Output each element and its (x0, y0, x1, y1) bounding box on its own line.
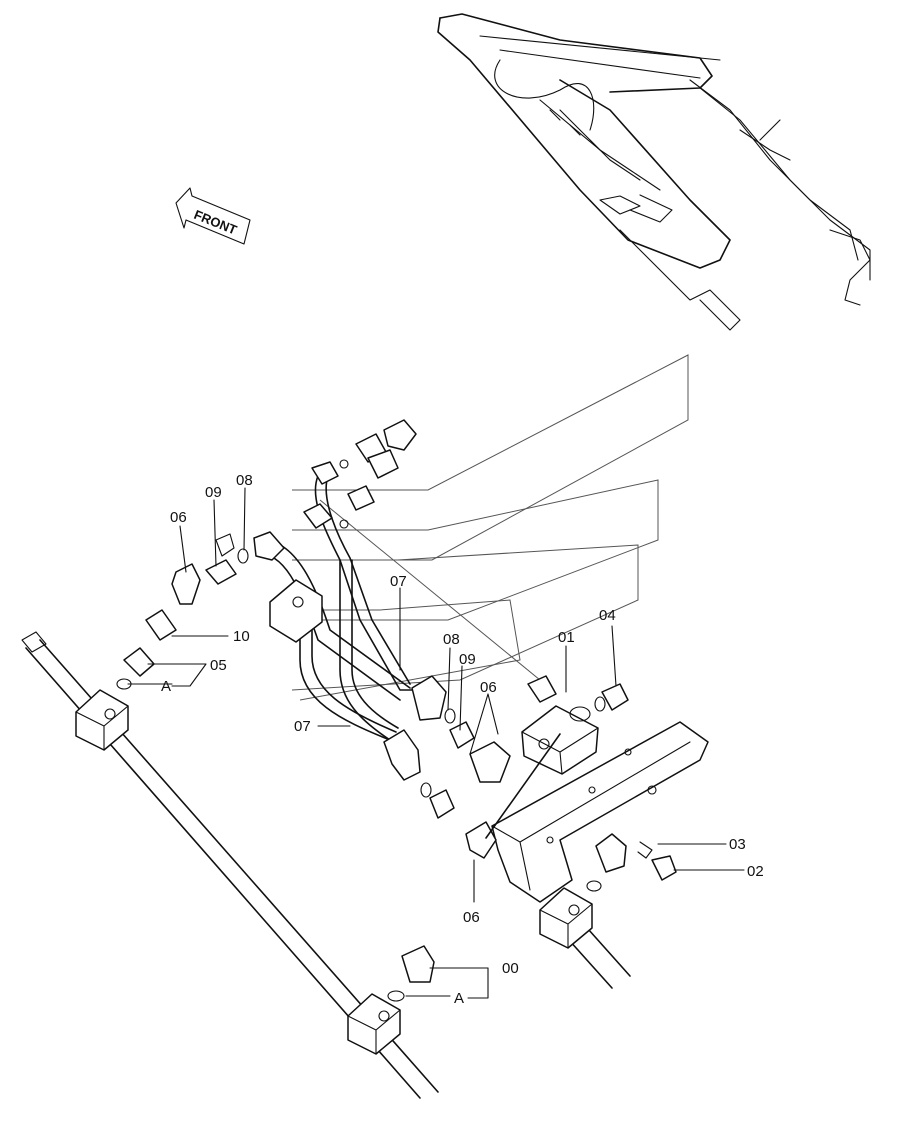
callout-A-top: A (161, 678, 171, 695)
mounting-bracket (491, 721, 709, 989)
fittings (116, 419, 677, 1002)
callout-03: 03 (729, 836, 746, 853)
callout-08-mid: 08 (443, 631, 460, 648)
left-pipe (21, 631, 439, 1099)
callout-07-left: 07 (294, 718, 311, 735)
callout-04: 04 (599, 607, 616, 624)
front-arrow: FRONT (175, 187, 251, 245)
callout-00: 00 (502, 960, 519, 977)
callout-05: 05 (210, 657, 227, 674)
callout-06-left: 06 (170, 509, 187, 526)
watermark (291, 354, 689, 701)
callout-06-bottom: 06 (463, 909, 480, 926)
callout-09-left: 09 (205, 484, 222, 501)
callout-10: 10 (233, 628, 250, 645)
callout-07-top: 07 (390, 573, 407, 590)
callout-09-mid: 09 (459, 651, 476, 668)
callout-01: 01 (558, 629, 575, 646)
callout-A-bottom: A (454, 990, 464, 1007)
leader-lines (127, 487, 745, 999)
callout-labels: 06 09 08 10 05 A 07 07 08 09 06 01 04 03… (161, 472, 764, 1007)
callout-06-mid: 06 (480, 679, 497, 696)
callout-08-left: 08 (236, 472, 253, 489)
boom-overview (437, 13, 871, 331)
callout-02: 02 (747, 863, 764, 880)
front-arrow-label: FRONT (192, 207, 239, 238)
